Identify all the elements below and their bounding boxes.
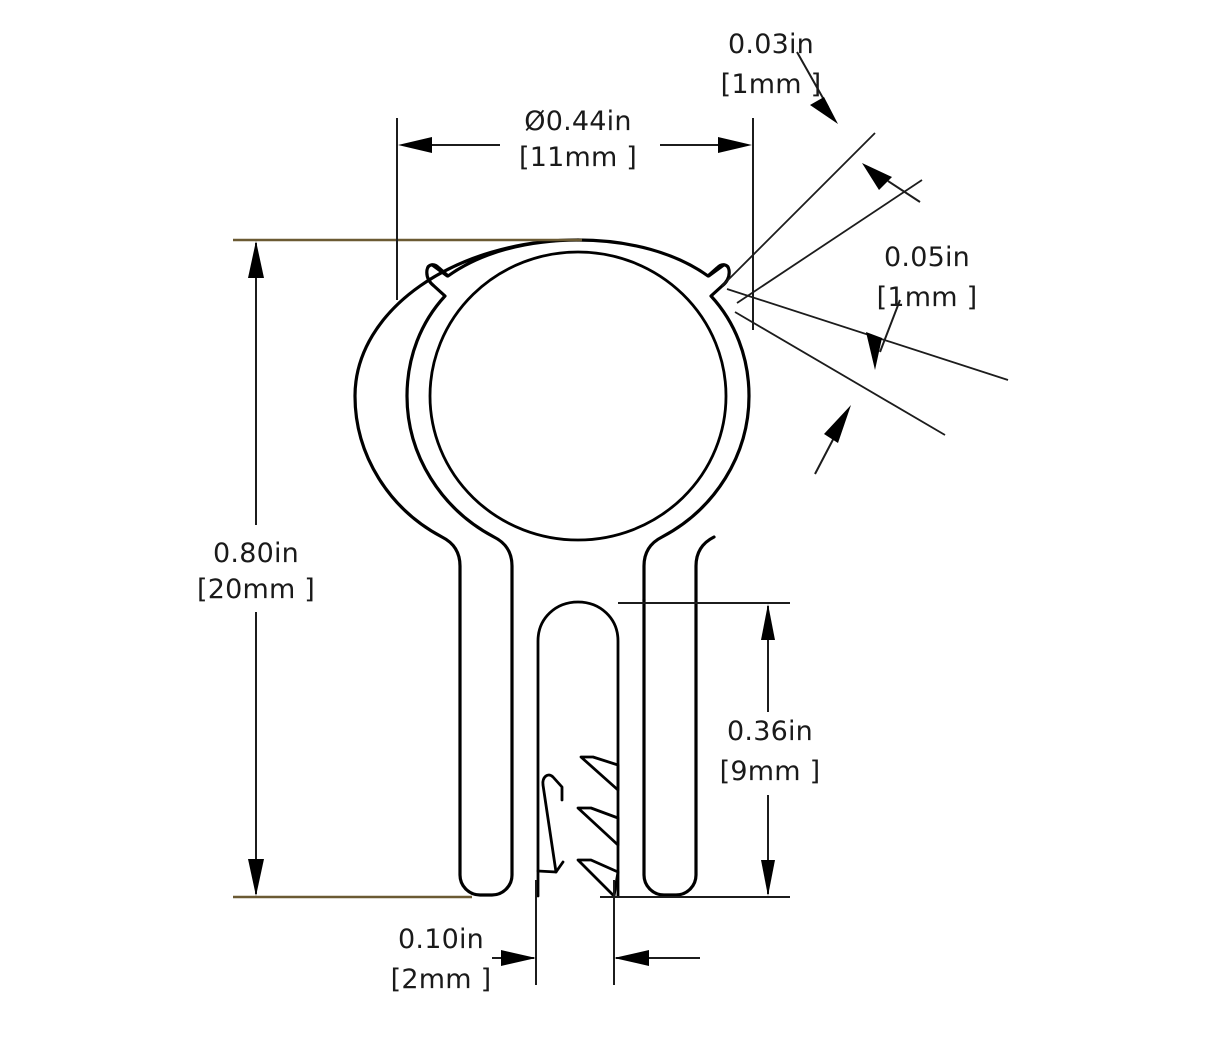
dimension-wall-thickness: 0.05in [1mm ] <box>726 242 1009 475</box>
dim-line-fin-thickness-lower <box>887 180 921 203</box>
dim-text-fin-thickness-metric: [1mm ] <box>721 69 822 100</box>
bulb-inner-bore <box>428 250 728 542</box>
leader-wall-thickness-b <box>734 311 946 436</box>
arrowhead-clipdepth-top <box>761 604 775 640</box>
clip-right-wall <box>642 535 716 897</box>
clip-inner-channel <box>536 600 620 898</box>
arrowhead-fin-thickness-upper <box>810 97 838 124</box>
dim-text-height-metric: [20mm ] <box>197 574 315 605</box>
dim-text-gap-imperial: 0.10in <box>398 924 484 955</box>
dimension-fin-thickness: 0.03in [1mm ] <box>721 29 923 304</box>
shoulder-barb-left <box>430 263 449 278</box>
gripping-fin-right-3 <box>576 858 620 898</box>
arrowhead-gap-left <box>501 950 536 966</box>
arrowhead-wall-thickness-lower <box>824 405 851 443</box>
arrowhead-diameter-right <box>718 137 752 153</box>
shoulder-barb-right <box>707 263 726 278</box>
gripping-fin-left-base <box>536 860 565 874</box>
dim-text-clipdepth-metric: [9mm ] <box>720 756 821 787</box>
leader-fin-thickness-b <box>736 179 923 304</box>
arrowhead-diameter-left <box>398 137 432 153</box>
arrowhead-fin-thickness-lower <box>862 163 892 190</box>
bulb-outer-profile <box>576 238 751 602</box>
gripping-fin-right-2 <box>576 806 620 847</box>
arrowhead-height-top <box>248 241 264 278</box>
dimension-bulb-diameter: Ø0.44in [11mm ] <box>398 106 752 173</box>
leader-fin-thickness-a <box>721 132 876 287</box>
reference-lines <box>233 118 790 985</box>
dimension-clip-depth: 0.36in [9mm ] <box>720 604 821 896</box>
dim-text-wall-thickness-imperial: 0.05in <box>884 242 970 273</box>
dim-text-clipdepth-imperial: 0.36in <box>727 716 813 747</box>
gripping-fin-left <box>541 773 564 874</box>
bulb-outer-profile-left <box>353 238 580 897</box>
dim-text-wall-thickness-metric: [1mm ] <box>877 282 978 313</box>
dim-text-fin-thickness-imperial: 0.03in <box>728 29 814 60</box>
arrowhead-height-bottom <box>248 859 264 896</box>
arrowhead-clipdepth-bottom <box>761 860 775 896</box>
gripping-fin-right-1 <box>579 755 620 792</box>
dimension-overall-height: 0.80in [20mm ] <box>197 241 315 896</box>
dim-text-height-imperial: 0.80in <box>213 538 299 569</box>
part-geometry <box>353 238 751 898</box>
dim-line-wall-thickness-upper <box>879 299 901 353</box>
dimension-channel-gap: 0.10in [2mm ] <box>391 924 700 995</box>
dim-text-diameter-metric: [11mm ] <box>519 142 637 173</box>
arrowhead-gap-right <box>614 950 649 966</box>
arrowhead-wall-thickness-upper <box>866 332 882 370</box>
dim-text-gap-metric: [2mm ] <box>391 964 492 995</box>
dim-text-diameter-imperial: Ø0.44in <box>524 106 631 137</box>
